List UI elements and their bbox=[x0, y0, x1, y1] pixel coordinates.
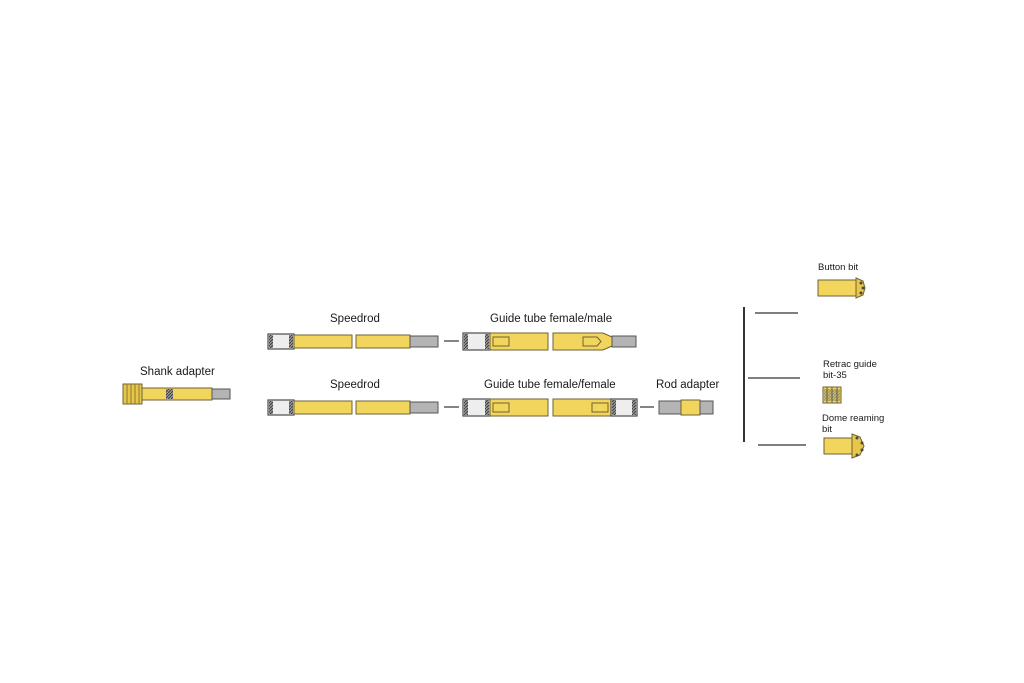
speedrod-top-label: Speedrod bbox=[330, 313, 380, 325]
dome-reaming-bit-label-line1: Dome reaming bbox=[822, 413, 884, 424]
button-bit-component bbox=[817, 277, 866, 299]
retrac-guide-bit-label-line2: bit-35 bbox=[823, 370, 847, 381]
shank-adapter-label: Shank adapter bbox=[140, 366, 215, 378]
guide-tube-female-female-label: Guide tube female/female bbox=[484, 379, 616, 391]
speedrod-bottom-component bbox=[267, 399, 439, 416]
bit-selection-bracket bbox=[743, 307, 806, 446]
speedrod-top-component bbox=[267, 333, 439, 350]
button-bit-label: Button bit bbox=[818, 262, 858, 273]
rod-adapter-label: Rod adapter bbox=[656, 379, 719, 391]
guide-tube-female-female-component bbox=[462, 398, 638, 417]
dome-reaming-bit-label-line2: bit bbox=[822, 424, 832, 435]
guide-tube-female-male-label: Guide tube female/male bbox=[490, 313, 612, 325]
shank-adapter-component bbox=[122, 383, 231, 405]
retrac-guide-bit-component bbox=[822, 386, 842, 404]
dome-reaming-bit-component bbox=[823, 433, 865, 459]
rod-adapter-component bbox=[658, 399, 714, 416]
guide-tube-female-male-component bbox=[462, 332, 637, 351]
retrac-guide-bit-label-line1: Retrac guide bbox=[823, 359, 877, 370]
speedrod-bottom-label: Speedrod bbox=[330, 379, 380, 391]
